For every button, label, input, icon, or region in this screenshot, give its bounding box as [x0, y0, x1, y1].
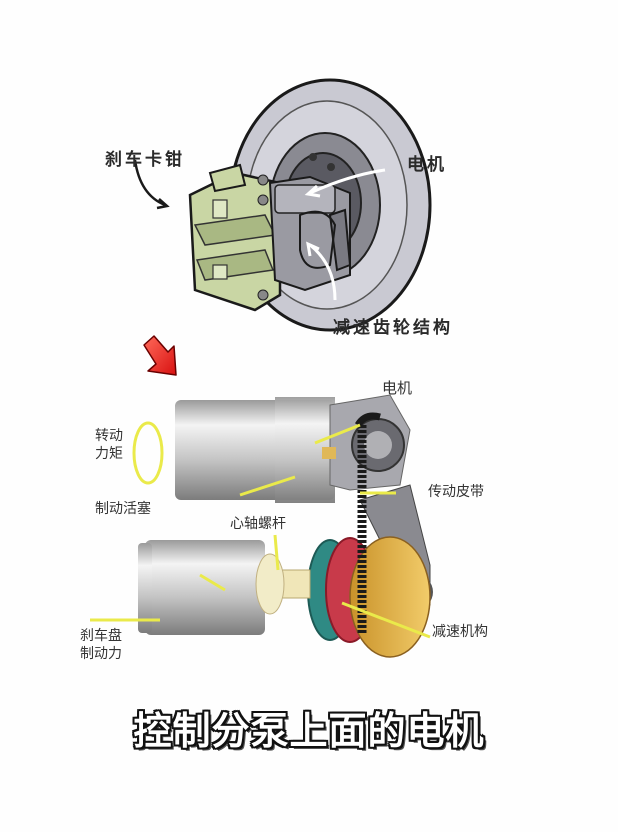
red-pointer-arrow-icon	[138, 333, 184, 379]
label-motor-bottom: 电机	[382, 379, 413, 397]
label-torque-line1: 转动	[95, 428, 123, 444]
label-reduction-mechanism: 减速机构	[432, 624, 488, 640]
caliper-illustration: 刹车卡钳 电机 减速齿轮结构	[95, 65, 515, 338]
label-brake-piston: 制动活塞	[95, 501, 151, 517]
label-disc-force-line1: 刹车盘	[80, 628, 122, 644]
label-motor-top: 电机	[407, 155, 447, 175]
label-torque-line2: 力矩	[95, 446, 123, 462]
label-spindle-screw: 心轴螺杆	[230, 516, 286, 532]
caption-text: 控制分泵上面的电机	[133, 709, 485, 753]
label-disc-force-line2: 制动力	[80, 646, 122, 662]
label-drive-belt: 传动皮带	[428, 484, 484, 500]
caliper-drawing	[133, 78, 432, 332]
label-gear-reduction: 减速齿轮结构	[333, 318, 453, 338]
actuator-diagram: 电机 转动 力矩 传动皮带 制动活塞 心轴螺杆 刹车盘 制动力 减速机构	[60, 365, 560, 662]
label-brake-caliper: 刹车卡钳	[105, 150, 185, 170]
actuator-drawing	[90, 394, 433, 658]
